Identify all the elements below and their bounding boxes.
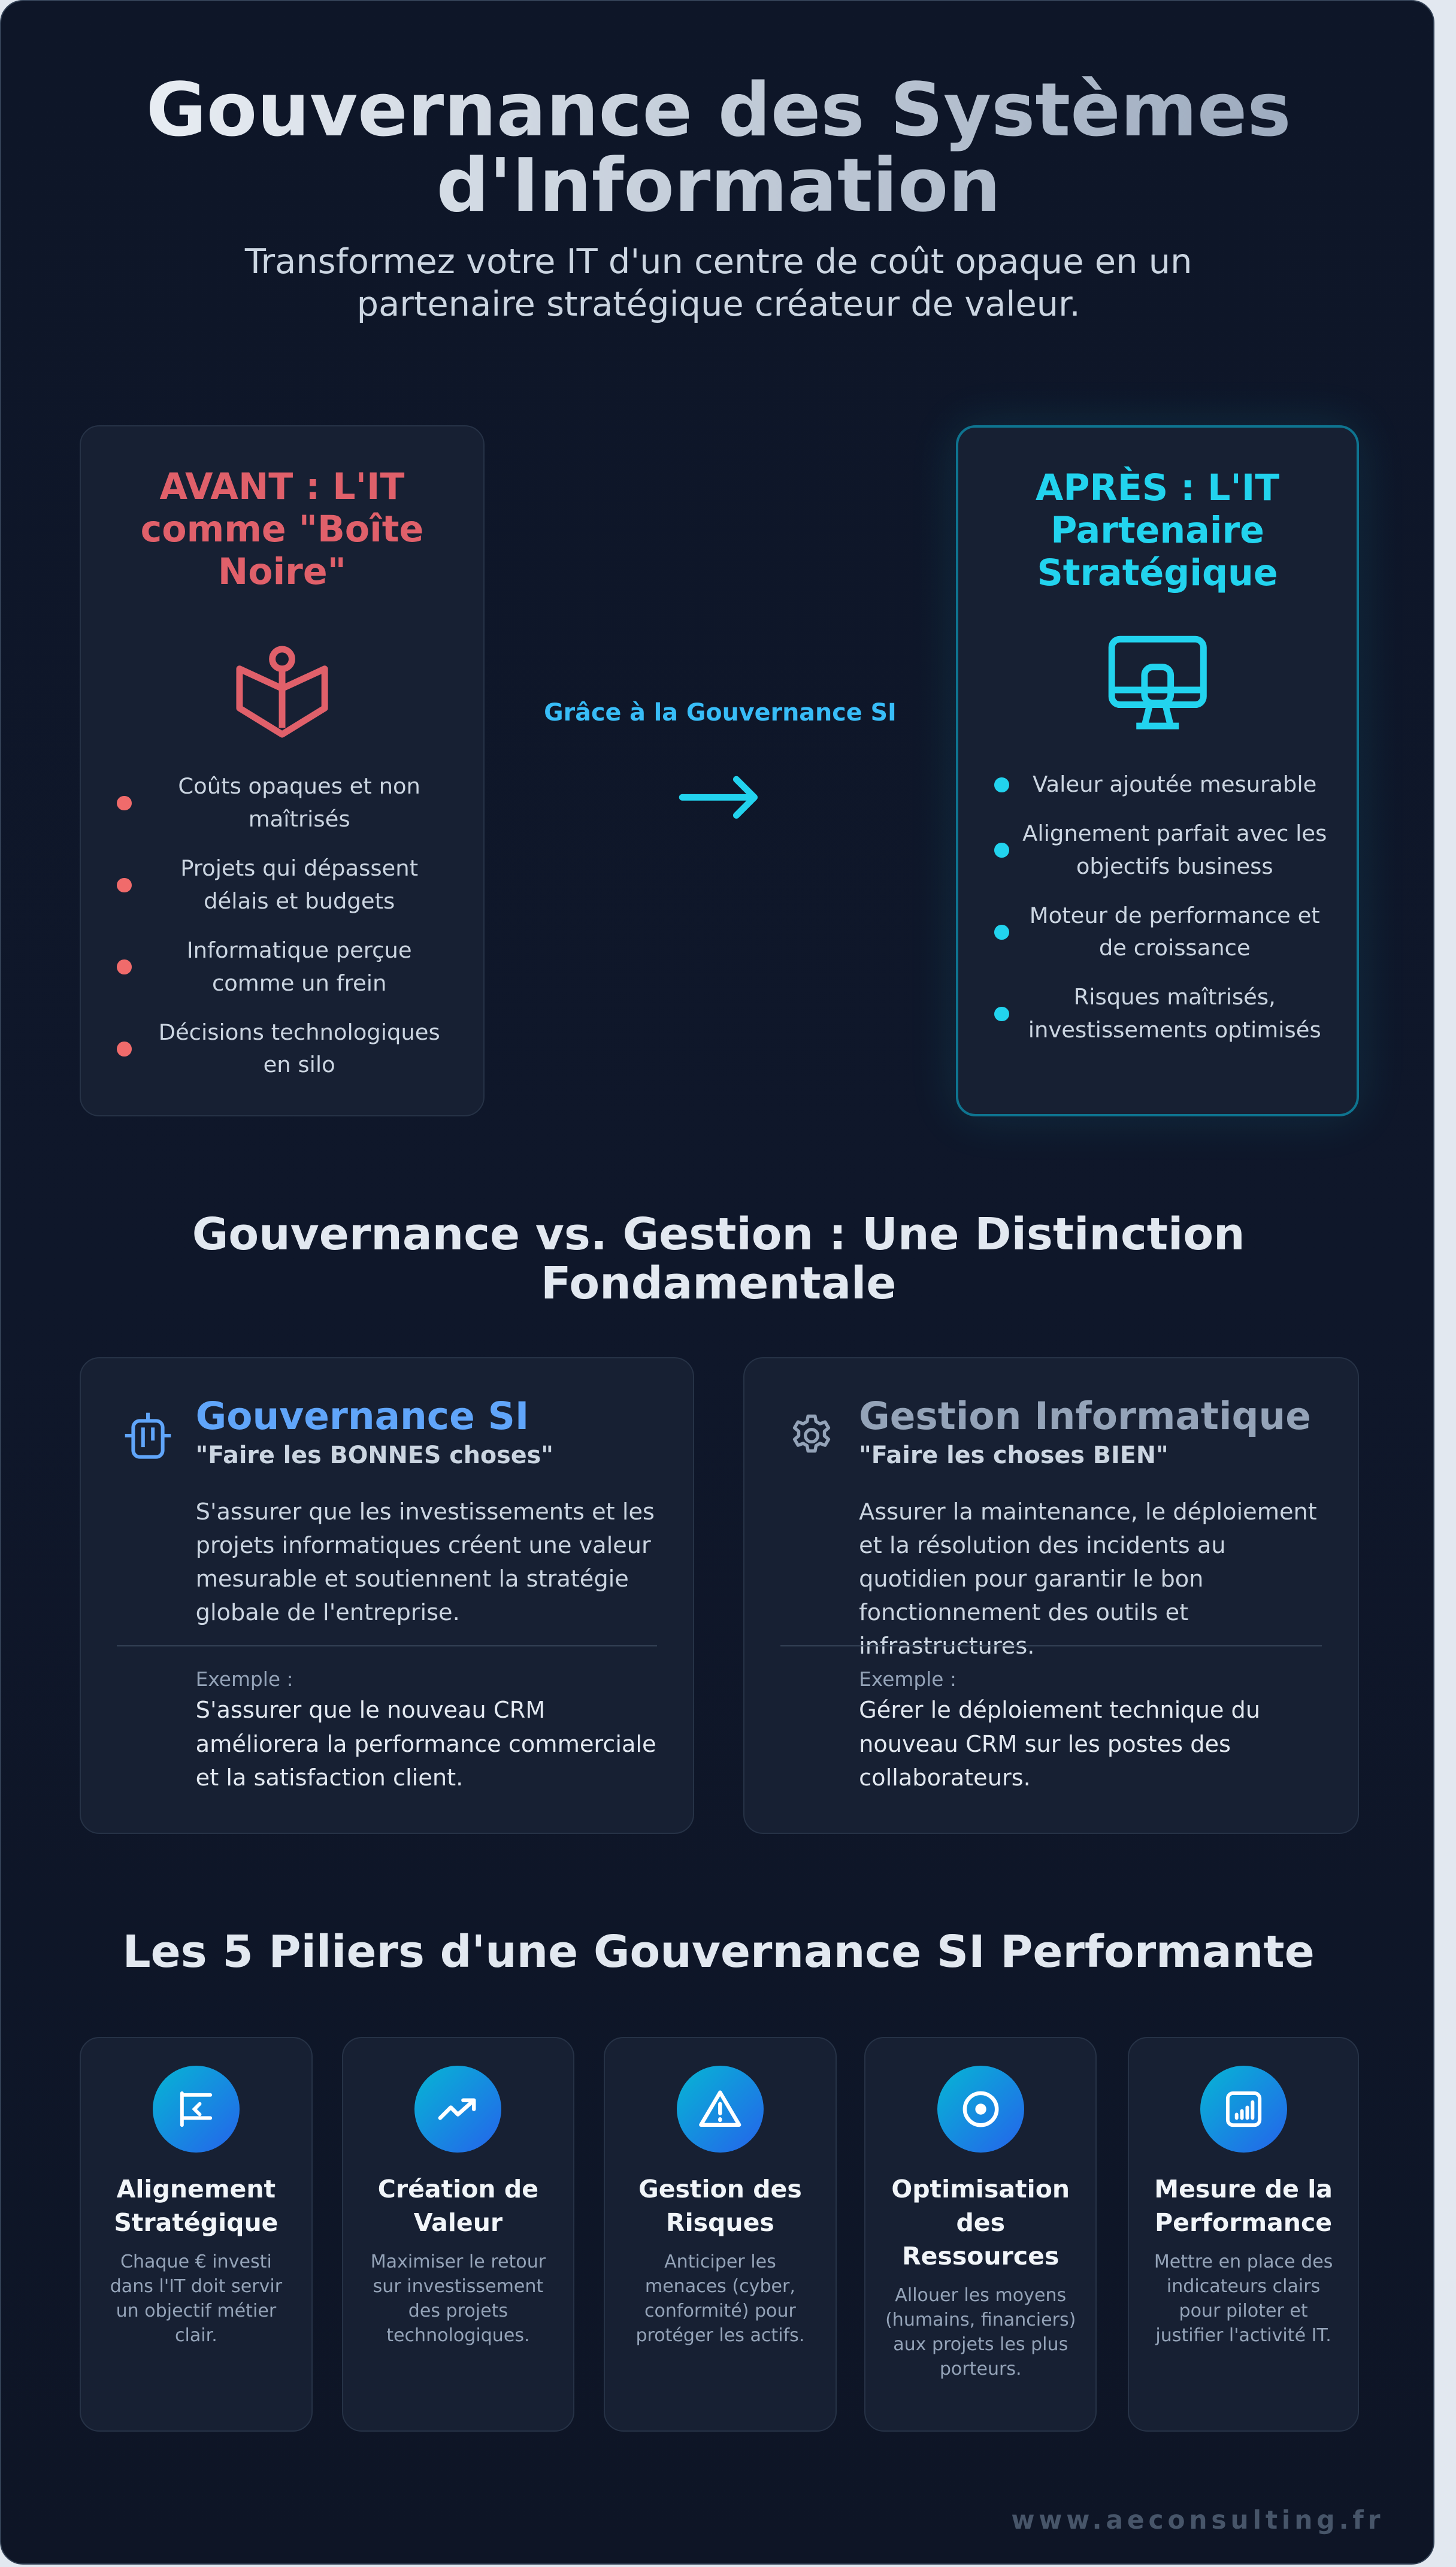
arrow-right-icon [677, 774, 762, 827]
management-card: Gestion Informatique "Faire les choses B… [743, 1357, 1359, 1834]
example-label: Exemple : [195, 1667, 293, 1691]
pillar-card: Mesure de la Performance Mettre en place… [1128, 2036, 1359, 2432]
pillar-description: Anticiper les menaces (cyber, conformité… [635, 2251, 805, 2346]
pillars-title: Les 5 Piliers d'une Gouvernance SI Perfo… [122, 1926, 1315, 1978]
management-motto: "Faire les choses BIEN" [859, 1441, 1169, 1469]
pillar-description: Allouer les moyens (humains, financiers)… [885, 2284, 1076, 2380]
before-item: Informatique perçue comme un frein [117, 934, 453, 1000]
governance-title: Gouvernance SI [195, 1394, 529, 1439]
after-item: Alignement parfait avec les objectifs bu… [994, 818, 1327, 883]
bullet-icon [117, 959, 132, 974]
management-description: Assurer la maintenance, le déploiement e… [859, 1498, 1317, 1660]
after-title: APRÈS : L'IT Partenaire Stratégique [1035, 467, 1280, 595]
trending-up-icon [414, 2066, 502, 2153]
pillar-card: Gestion des Risques Anticiper les menace… [604, 2036, 837, 2432]
bullet-icon [117, 1041, 132, 1057]
management-example: Gérer le déploiement technique du nouvea… [859, 1697, 1261, 1791]
example-label: Exemple : [859, 1667, 956, 1691]
bullet-icon [994, 1006, 1009, 1022]
governance-card: Gouvernance SI "Faire les BONNES choses"… [80, 1357, 694, 1834]
bullet-icon [994, 777, 1009, 792]
pillar-title: Gestion des Risques [638, 2175, 802, 2238]
pillar-description: Mettre en place des indicateurs clairs p… [1154, 2251, 1333, 2346]
compass-icon [123, 1411, 172, 1470]
before-item: Projets qui dépassent délais et budgets [117, 852, 453, 918]
bullet-icon [994, 843, 1009, 858]
pillar-description: Chaque € investi dans l'IT doit servir u… [110, 2251, 283, 2346]
gear-icon [787, 1411, 836, 1467]
transition-label: Grâce à la Gouvernance SI [544, 698, 897, 726]
pillar-card: Optimisation des Ressources Allouer les … [864, 2036, 1097, 2432]
bullet-icon [117, 877, 132, 893]
after-item: Risques maîtrisés, investissements optim… [994, 981, 1327, 1046]
pillar-description: Maximiser le retour sur investissement d… [370, 2251, 546, 2346]
divider [780, 1645, 1322, 1646]
before-card: AVANT : L'IT comme "Boîte Noire" Coûts o… [80, 425, 485, 1117]
after-item: Valeur ajoutée mesurable [994, 768, 1327, 801]
book-anchor-icon [81, 643, 483, 741]
divider [117, 1645, 657, 1646]
target-icon [937, 2066, 1024, 2153]
governance-example: S'assurer que le nouveau CRM améliorera … [195, 1697, 656, 1791]
governance-description: S'assurer que les investissements et les… [195, 1498, 655, 1626]
bullet-icon [117, 795, 132, 811]
pillar-card: Alignement Stratégique Chaque € investi … [80, 2036, 313, 2432]
pillar-title: Optimisation des Ressources [891, 2175, 1070, 2271]
presentation-icon [152, 2066, 240, 2153]
management-title: Gestion Informatique [859, 1394, 1311, 1439]
page-subtitle: Transformez votre IT d'un centre de coût… [244, 241, 1192, 325]
governance-motto: "Faire les BONNES choses" [195, 1441, 553, 1469]
before-item: Coûts opaques et non maîtrisés [117, 770, 453, 836]
pillar-title: Alignement Stratégique [114, 2175, 279, 2238]
warning-icon [676, 2066, 764, 2153]
pillar-title: Mesure de la Performance [1154, 2175, 1333, 2238]
page-title: Gouvernance des Systèmes d'Information [1, 73, 1433, 224]
comparison-title: Gouvernance vs. Gestion : Une Distinctio… [192, 1209, 1245, 1310]
footer-url[interactable]: www.aeconsulting.fr [1011, 2505, 1385, 2535]
after-item: Moteur de performance et de croissance [994, 900, 1327, 965]
bar-chart-icon [1200, 2066, 1287, 2153]
pillar-card: Création de Valeur Maximiser le retour s… [341, 2036, 575, 2432]
monitor-icon [958, 634, 1357, 732]
bullet-icon [994, 925, 1009, 940]
pillar-title: Création de Valeur [377, 2175, 539, 2238]
after-card: APRÈS : L'IT Partenaire Stratégique Vale… [956, 425, 1359, 1117]
before-title: AVANT : L'IT comme "Boîte Noire" [140, 465, 424, 594]
before-item: Décisions technologiques en silo [117, 1016, 453, 1082]
